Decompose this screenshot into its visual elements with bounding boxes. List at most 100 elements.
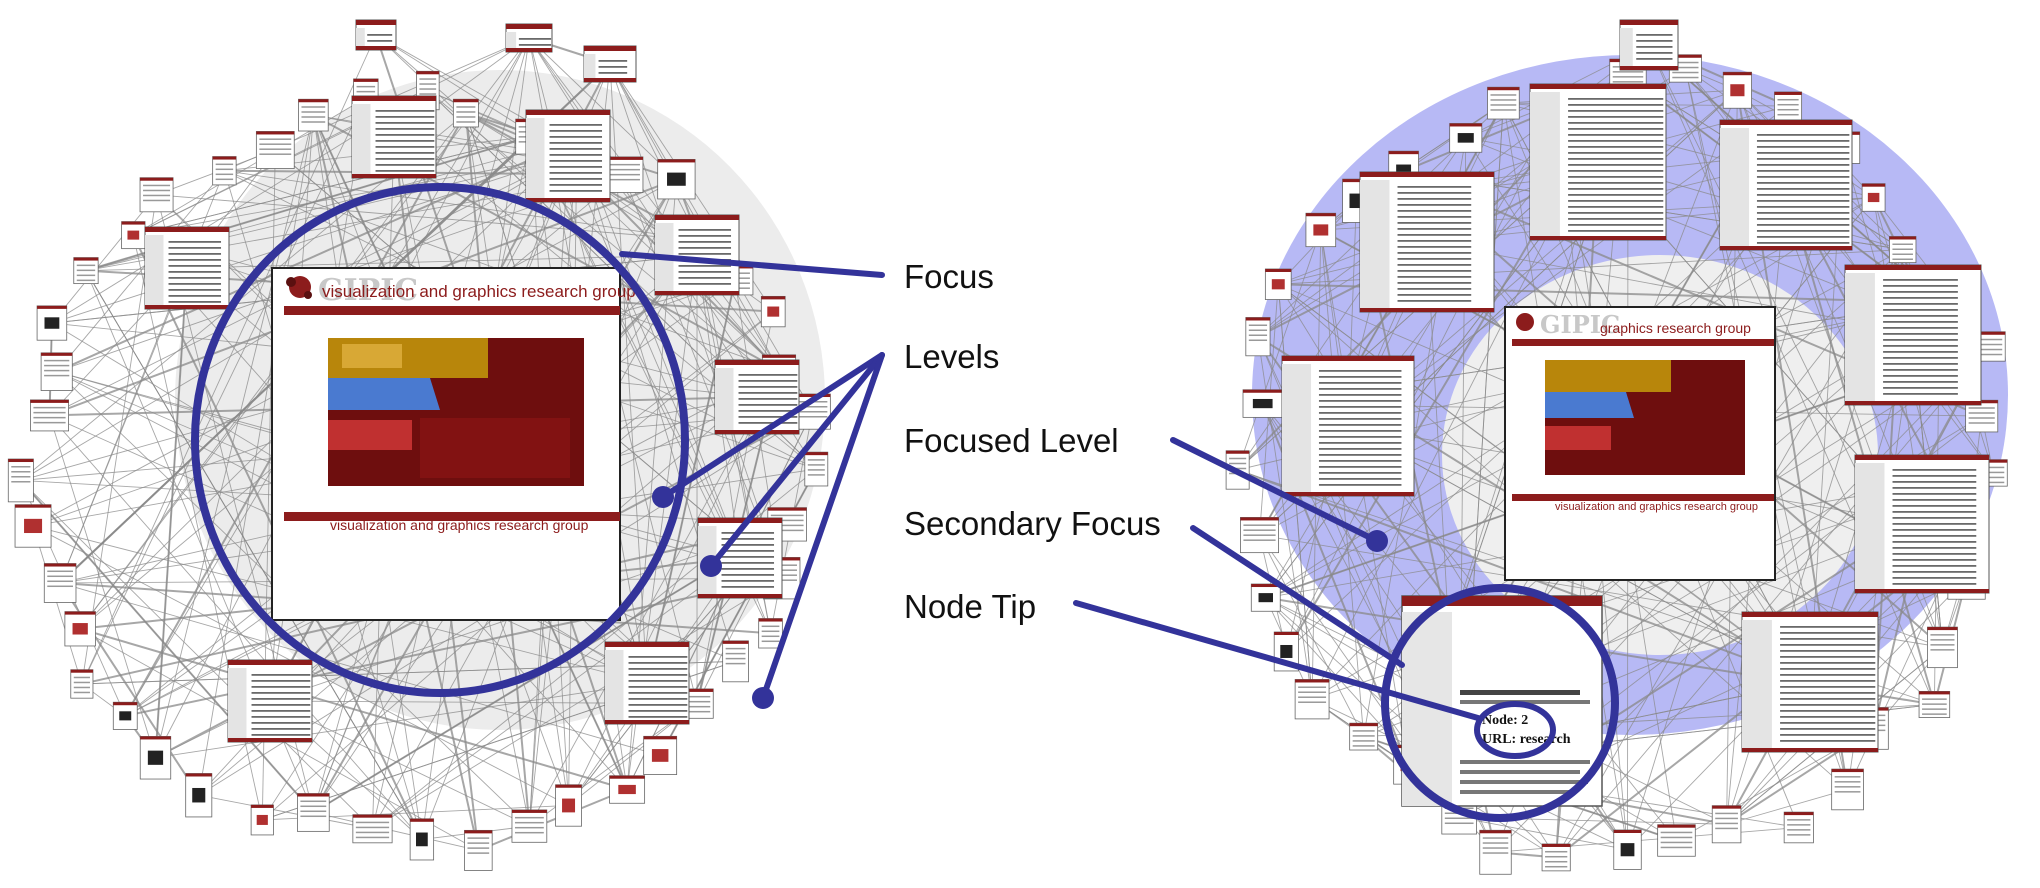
thumbnail-node[interactable] [352,814,393,844]
thumbnail-node[interactable] [298,98,329,132]
thumbnail-node[interactable] [1854,454,1990,594]
graph-edge [1259,534,1365,737]
focused-level-leader-line [1170,437,1380,544]
thumbnail-node[interactable] [583,45,637,83]
thumbnail-node[interactable] [139,736,172,780]
thumbnail-node[interactable] [64,611,96,647]
thumbnail-node[interactable] [1305,212,1337,248]
thumbnail-node[interactable] [297,793,330,832]
thumbnail-node[interactable] [1487,86,1520,120]
page-banner-title: visualization and graphics research grou… [322,282,636,301]
thumbnail-node[interactable] [1294,679,1330,720]
thumbnail-node[interactable] [351,95,437,179]
thumbnail-node[interactable] [1719,119,1853,251]
thumbnail-node[interactable] [714,359,800,435]
graph-edge [81,194,157,685]
thumbnail-node[interactable] [452,98,479,128]
thumbnail-node[interactable] [70,669,94,699]
graph-edge [1648,44,1935,705]
secondary-focus-leader-line [1190,525,1405,668]
thumbnail-node[interactable] [1741,611,1879,753]
thumbnail-node[interactable] [36,305,68,341]
right-focus-page[interactable]: GIPIC graphics research group visualizat… [1504,306,1776,581]
thumbnail-node[interactable] [511,809,548,843]
thumbnail-node[interactable] [212,156,237,186]
thumbnail-node[interactable] [255,131,295,169]
thumbnail-node[interactable] [43,563,77,603]
thumbnail-node[interactable] [804,451,829,487]
thumbnail-node[interactable] [144,226,230,310]
thumbnail-node[interactable] [14,504,52,548]
thumbnail-node[interactable] [1349,722,1379,751]
thumbnail-node[interactable] [409,818,435,861]
thumbnail-node[interactable] [1774,91,1803,121]
thumbnail-node[interactable] [657,159,696,200]
thumbnail-node[interactable] [30,399,69,432]
left-focus-page[interactable]: GIPIC visualization and graphics researc… [271,267,636,621]
graph-edge [1320,229,1408,765]
node-tip-label: Node Tip [904,588,1037,625]
node-tip-circle [1474,701,1556,759]
thumbnail-node[interactable] [760,295,786,328]
graph-edge [528,37,677,180]
thumbnail-node[interactable] [555,784,582,827]
thumbnail-node[interactable] [1711,805,1742,844]
thumbnail-node[interactable] [40,352,73,391]
thumbnail-node[interactable] [1657,824,1696,857]
thumbnail-node[interactable] [1927,626,1958,669]
right-thumbnail-nodes [1225,19,2008,875]
thumbnail-node[interactable] [227,659,313,743]
thumbnail-node[interactable] [1529,83,1667,241]
thumbnail-node[interactable] [1918,690,1951,718]
thumbnail-node[interactable] [609,775,646,804]
thumbnail-node[interactable] [1541,843,1571,872]
thumbnail-node[interactable] [139,177,174,213]
focused-level-label: Focused Level [904,422,1119,459]
thumbnail-node[interactable] [355,19,397,51]
thumbnail-node[interactable] [1359,171,1495,313]
thumbnail-node[interactable] [1613,829,1642,870]
thumbnail-node[interactable] [758,618,783,649]
graph-edge [567,155,741,559]
thumbnail-node[interactable] [1861,183,1886,212]
thumbnail-node[interactable] [1479,829,1512,875]
thumbnail-node[interactable] [505,23,553,53]
thumbnail-node[interactable] [1783,811,1814,844]
thumbnail-node[interactable] [185,773,213,818]
secondary-focus-page[interactable] [1401,595,1603,807]
logo-icon [1516,313,1534,331]
secondary-focus-circle [1381,584,1619,822]
thumbnail-node[interactable] [112,701,138,730]
thumbnail-node[interactable] [7,458,34,503]
thumbnail-node[interactable] [1281,355,1415,497]
thumbnail-node[interactable] [722,640,749,683]
thumbnail-node[interactable] [1619,19,1679,71]
thumbnail-node[interactable] [1722,71,1752,109]
thumbnail-node[interactable] [1240,517,1280,554]
graph-edge [609,63,783,579]
thumbnail-node[interactable] [250,804,274,836]
thumbnail-node[interactable] [1250,583,1281,612]
thumbnail-node[interactable] [1889,236,1917,264]
graph-edge [51,155,569,324]
thumbnail-node[interactable] [1264,268,1292,300]
page-footer-banner: visualization and graphics research grou… [1555,501,1758,513]
thumbnail-node[interactable] [1245,317,1271,357]
levels-dot-3 [752,687,774,709]
thumbnail-node[interactable] [525,109,611,203]
thumbnail-node[interactable] [464,829,493,871]
thumbnail-node[interactable] [1242,389,1283,418]
thumbnail-node[interactable] [121,221,146,250]
graph-edge [372,557,741,830]
thumbnail-node[interactable] [1831,768,1864,811]
thumbnail-node[interactable] [1844,264,1982,406]
thumbnail-node[interactable] [1449,123,1483,153]
graph-edge [427,90,532,137]
thumbnail-node[interactable] [604,641,690,725]
thumbnail-node[interactable] [643,735,678,775]
graph-edge [155,682,648,759]
thumbnail-node[interactable] [1965,399,1999,433]
thumbnail-node[interactable] [73,257,99,285]
graph-edge [1459,816,1628,851]
